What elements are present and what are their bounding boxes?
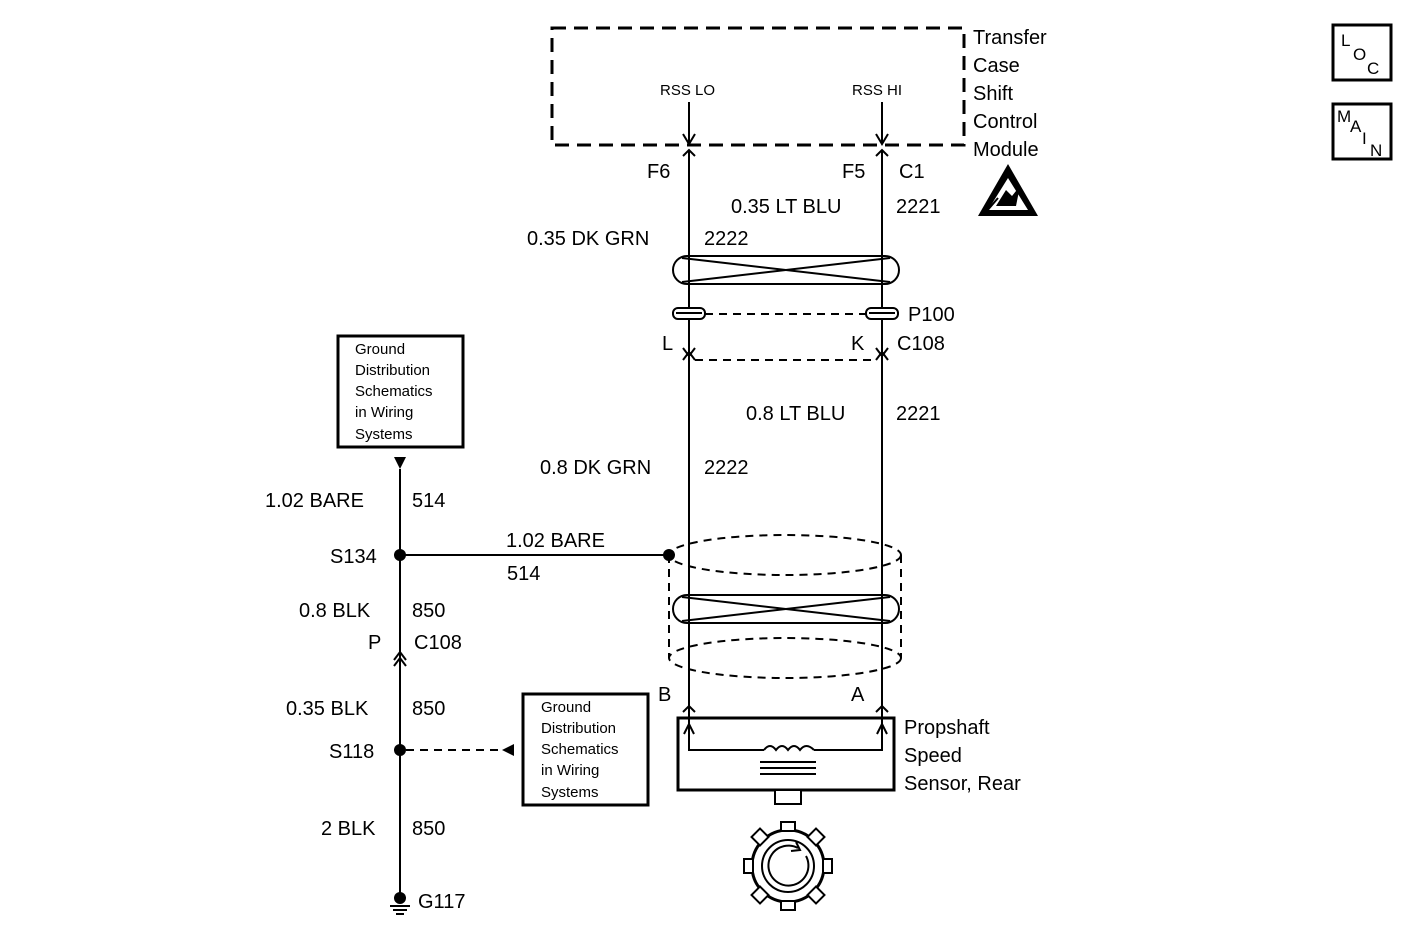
- terminal-b: B: [658, 684, 671, 706]
- shield-cylinder-icon: [668, 534, 902, 679]
- ground-box-upper-line-4: in Wiring: [355, 404, 413, 421]
- ground-ref-box-lower[interactable]: Ground Distribution Schematics in Wiring…: [521, 692, 650, 807]
- rss-hi-arrow-icon: [875, 133, 889, 146]
- esd-warning-icon: [978, 164, 1038, 216]
- connector-c1: C1: [899, 161, 925, 183]
- gnd-bare-gauge: 1.02 BARE: [265, 490, 364, 512]
- ground-box-upper-line-2: Distribution: [355, 362, 430, 379]
- module-name-line-1: Transfer: [973, 27, 1047, 49]
- p100-label: P100: [908, 304, 955, 326]
- s118-label: S118: [329, 741, 374, 763]
- twisted-pair-lower-icon: [672, 594, 900, 624]
- blk-035-gauge: 0.35 BLK: [286, 698, 369, 720]
- c108-upper-label: C108: [897, 333, 945, 355]
- rss-lo-arrow-icon: [682, 133, 696, 146]
- blk-08-circuit: 850: [412, 600, 445, 622]
- terminal-f5: F5: [842, 161, 865, 183]
- s134-splice-dot: [394, 549, 406, 561]
- pin-rss-hi-label: RSS HI: [852, 82, 902, 99]
- lower-grn-circuit: 2222: [704, 457, 749, 479]
- c108-lower-label: C108: [414, 632, 462, 654]
- ground-symbol-icon: [390, 905, 410, 915]
- g117-ground-dot: [394, 892, 406, 904]
- main-letter-i: I: [1362, 129, 1367, 148]
- ground-box-lower-line-4: in Wiring: [541, 762, 599, 779]
- a-terminal-icon: [875, 704, 889, 713]
- terminal-a: A: [851, 684, 865, 706]
- module-name-line-2: Case: [973, 55, 1020, 77]
- s134-label: S134: [330, 546, 377, 568]
- ground-box-lower-line-2: Distribution: [541, 720, 616, 737]
- lower-blu-circuit: 2221: [896, 403, 941, 425]
- terminal-f6: F6: [647, 161, 670, 183]
- loc-letter-o: O: [1353, 45, 1366, 64]
- ground-box-lower-line-5: Systems: [541, 784, 599, 801]
- p100-connector-icon: [672, 307, 899, 320]
- ground-box-upper-line-3: Schematics: [355, 383, 433, 400]
- main-letter-m: M: [1337, 107, 1351, 126]
- ground-ref-box-upper[interactable]: Ground Distribution Schematics in Wiring…: [336, 334, 465, 449]
- upper-grn-gauge: 0.35 DK GRN: [527, 228, 649, 250]
- sensor-box: [676, 716, 896, 792]
- lower-blu-gauge: 0.8 LT BLU: [746, 403, 845, 425]
- c108-upper-connector-icon: [682, 347, 889, 361]
- terminal-p: P: [368, 632, 381, 654]
- main-letter-a: A: [1350, 117, 1362, 136]
- upper-blu-gauge: 0.35 LT BLU: [731, 196, 841, 218]
- module-name-line-5: Module: [973, 139, 1039, 161]
- main-button[interactable]: M A I N: [1331, 102, 1393, 161]
- sensor-name-line-3: Sensor, Rear: [904, 773, 1021, 795]
- terminal-k: K: [851, 333, 865, 355]
- blk-2-gauge: 2 BLK: [321, 818, 376, 840]
- terminal-l: L: [662, 333, 673, 355]
- drain-gauge: 1.02 BARE: [506, 530, 605, 552]
- module-outline: [550, 26, 966, 147]
- pin-rss-lo-label: RSS LO: [660, 82, 715, 99]
- drain-circuit: 514: [507, 563, 540, 585]
- blk-2-circuit: 850: [412, 818, 445, 840]
- shield-drain-dot: [663, 549, 675, 561]
- sensor-arrow-a-icon: [876, 721, 888, 735]
- ground-box-lower-line-1: Ground: [541, 699, 591, 716]
- main-letter-n: N: [1370, 141, 1382, 160]
- ground-box-upper-line-5: Systems: [355, 426, 413, 443]
- module-name-line-3: Shift: [973, 83, 1013, 105]
- blk-035-circuit: 850: [412, 698, 445, 720]
- sensor-arrow-b-icon: [683, 721, 695, 735]
- coil-icon: [763, 745, 815, 752]
- ground-ref-arrow-icon: [394, 457, 406, 469]
- blk-08-gauge: 0.8 BLK: [299, 600, 371, 622]
- sensor-name-line-2: Speed: [904, 745, 962, 767]
- loc-letter-c: C: [1367, 59, 1379, 78]
- lower-grn-gauge: 0.8 DK GRN: [540, 457, 651, 479]
- twisted-pair-upper-icon: [672, 255, 900, 285]
- gnd-bare-circuit: 514: [412, 490, 445, 512]
- transfer-case-module: Transfer Case Shift Control Module RSS L…: [550, 26, 1047, 161]
- upper-blu-circuit: 2221: [896, 196, 941, 218]
- module-name-line-4: Control: [973, 111, 1037, 133]
- loc-button[interactable]: L O C: [1331, 23, 1393, 82]
- ground-box-lower-line-3: Schematics: [541, 741, 619, 758]
- propshaft-speed-sensor: [676, 712, 896, 805]
- s118-splice-dot: [394, 744, 406, 756]
- sensor-name-line-1: Propshaft: [904, 717, 990, 739]
- b-terminal-icon: [682, 704, 696, 713]
- upper-grn-circuit: 2222: [704, 228, 749, 250]
- g117-label: G117: [418, 891, 465, 913]
- reluctor-wheel-icon: [743, 821, 833, 911]
- ground-ref-arrow-lower-icon: [502, 744, 514, 756]
- loc-letter-l: L: [1341, 31, 1350, 50]
- c108-lower-connector-icon: [393, 650, 407, 667]
- ground-box-upper-line-1: Ground: [355, 341, 405, 358]
